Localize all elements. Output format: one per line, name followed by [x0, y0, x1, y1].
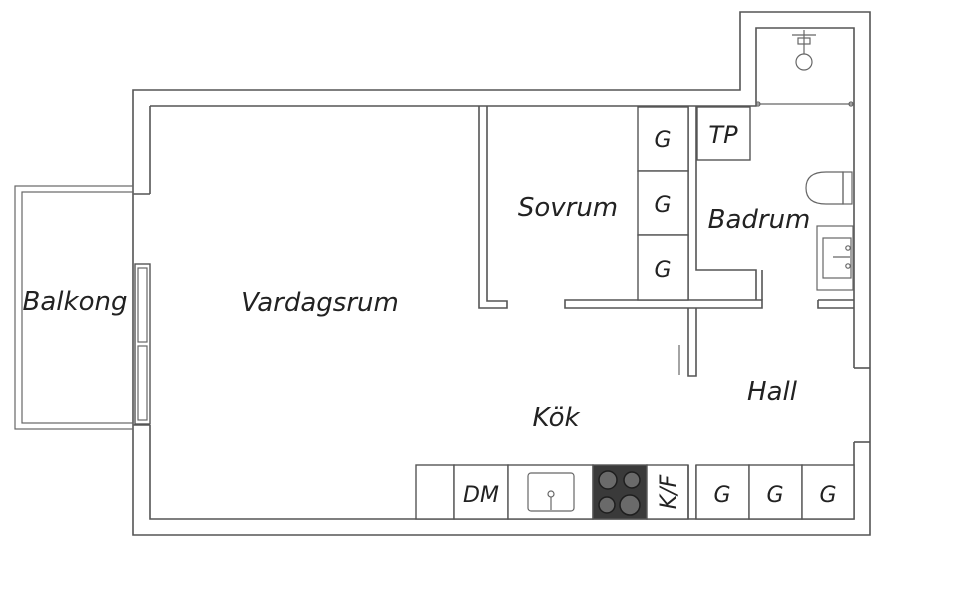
balcony-door [134, 263, 151, 425]
outer-walls [132, 11, 871, 536]
room-label-living-room: Vardagsrum [241, 288, 399, 318]
dishwasher-label: DM [463, 483, 499, 508]
room-label-hall: Hall [747, 377, 798, 407]
tp-label: TP [708, 121, 738, 149]
tp-cabinet: TP [696, 106, 751, 161]
wardrobe-label: G [819, 483, 836, 508]
fridge-freezer-label: K/F [657, 474, 682, 509]
wardrobe-label: G [654, 193, 671, 218]
wardrobe-label: G [713, 483, 730, 508]
hall-wardrobes: G G G [687, 464, 855, 520]
wardrobe-label: G [654, 128, 671, 153]
room-labels: Balkong Vardagsrum Sovrum Badrum Hall Kö… [23, 193, 811, 433]
shower [755, 30, 854, 107]
bathroom-sink [816, 225, 854, 291]
room-label-balcony: Balkong [23, 287, 128, 317]
balcony [14, 185, 134, 430]
bedroom-wardrobes: G G G [637, 106, 689, 301]
wardrobe-label: G [654, 258, 671, 283]
toilet [805, 171, 853, 205]
bedroom-bottom-wall [564, 299, 763, 309]
kitchen-counter: DM K/F [415, 464, 689, 520]
room-label-bathroom: Badrum [708, 205, 811, 235]
room-label-bedroom: Sovrum [518, 193, 618, 223]
room-label-kitchen: Kök [532, 403, 580, 433]
hall-stub-wall [678, 308, 697, 377]
bedroom-left-wall [478, 106, 508, 309]
wardrobe-label: G [766, 483, 783, 508]
